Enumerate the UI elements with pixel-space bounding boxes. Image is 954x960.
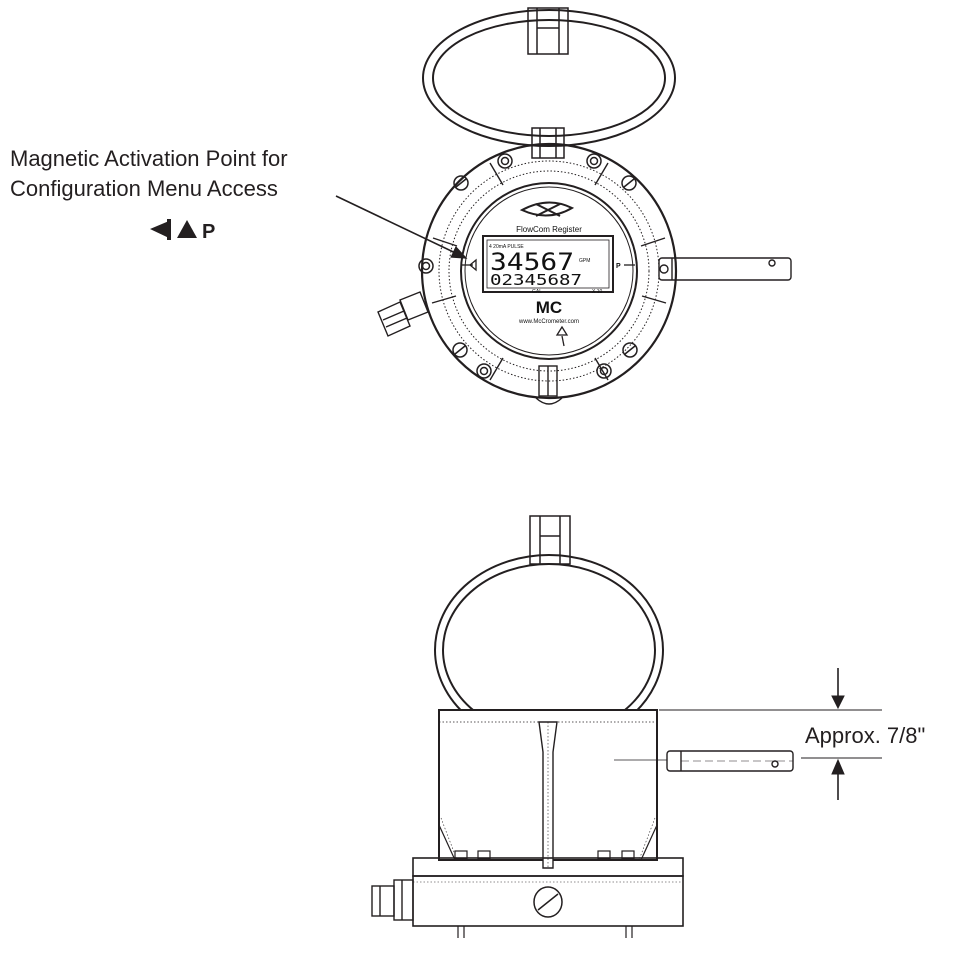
screw-icon xyxy=(622,342,638,358)
cable-gland xyxy=(377,291,429,337)
brand-title: FlowCom Register xyxy=(516,225,582,234)
side-view xyxy=(371,515,794,938)
open-lid-ring xyxy=(422,9,676,147)
side-magnet-wand xyxy=(666,750,794,772)
bottom-tab xyxy=(535,365,563,405)
side-cable-gland xyxy=(371,879,414,921)
screw-icon xyxy=(476,363,492,379)
up-triangle-icon xyxy=(177,220,197,238)
screw-icon xyxy=(452,342,468,358)
screw-icon xyxy=(418,258,434,274)
side-body xyxy=(438,709,658,869)
down-arrow-icon xyxy=(831,695,845,710)
lcd-totalizer-reading: 02345687 xyxy=(490,271,582,289)
screws xyxy=(418,153,638,379)
key-letter-p: P xyxy=(202,221,215,243)
side-indicators xyxy=(462,258,635,347)
lcd-status-line: 4 20mA PULSE xyxy=(489,244,524,250)
up-triangle-mark-icon xyxy=(555,325,569,336)
screw-icon xyxy=(621,175,637,191)
lid-hinge-lower xyxy=(531,127,565,159)
top-lid-hinge xyxy=(527,7,569,55)
mc-logo: MC xyxy=(536,298,562,317)
side-letter-p: P xyxy=(616,263,621,270)
screw-icon xyxy=(453,175,469,191)
left-triangle-mark-icon xyxy=(468,258,477,272)
brand-glyph-icon xyxy=(519,201,575,217)
callout-line-1: Magnetic Activation Point for xyxy=(10,146,288,171)
dimension-marker xyxy=(659,668,882,800)
lcd-main-reading: 34567 xyxy=(490,248,574,276)
key-symbols xyxy=(150,219,197,240)
screw-icon xyxy=(596,363,612,379)
dimension-label: Approx. 7/8" xyxy=(805,723,925,748)
website-text: www.McCrometer.com xyxy=(518,319,579,325)
up-arrow-icon xyxy=(831,758,845,775)
screw-icon xyxy=(533,886,563,918)
magnet-wand xyxy=(658,257,792,281)
left-triangle-icon xyxy=(150,221,169,238)
screw-icon xyxy=(586,153,602,169)
lcd-multiplier: X 10 xyxy=(592,289,603,295)
lcd-rate-unit: GPM xyxy=(579,258,590,264)
front-view xyxy=(377,7,792,405)
body-ribs xyxy=(431,162,667,381)
callout-line-2: Configuration Menu Access xyxy=(10,176,278,201)
callout-leader xyxy=(335,195,468,259)
screw-icon xyxy=(497,153,513,169)
lcd-total-unit: GAL xyxy=(532,289,542,295)
display-panel xyxy=(482,235,614,293)
